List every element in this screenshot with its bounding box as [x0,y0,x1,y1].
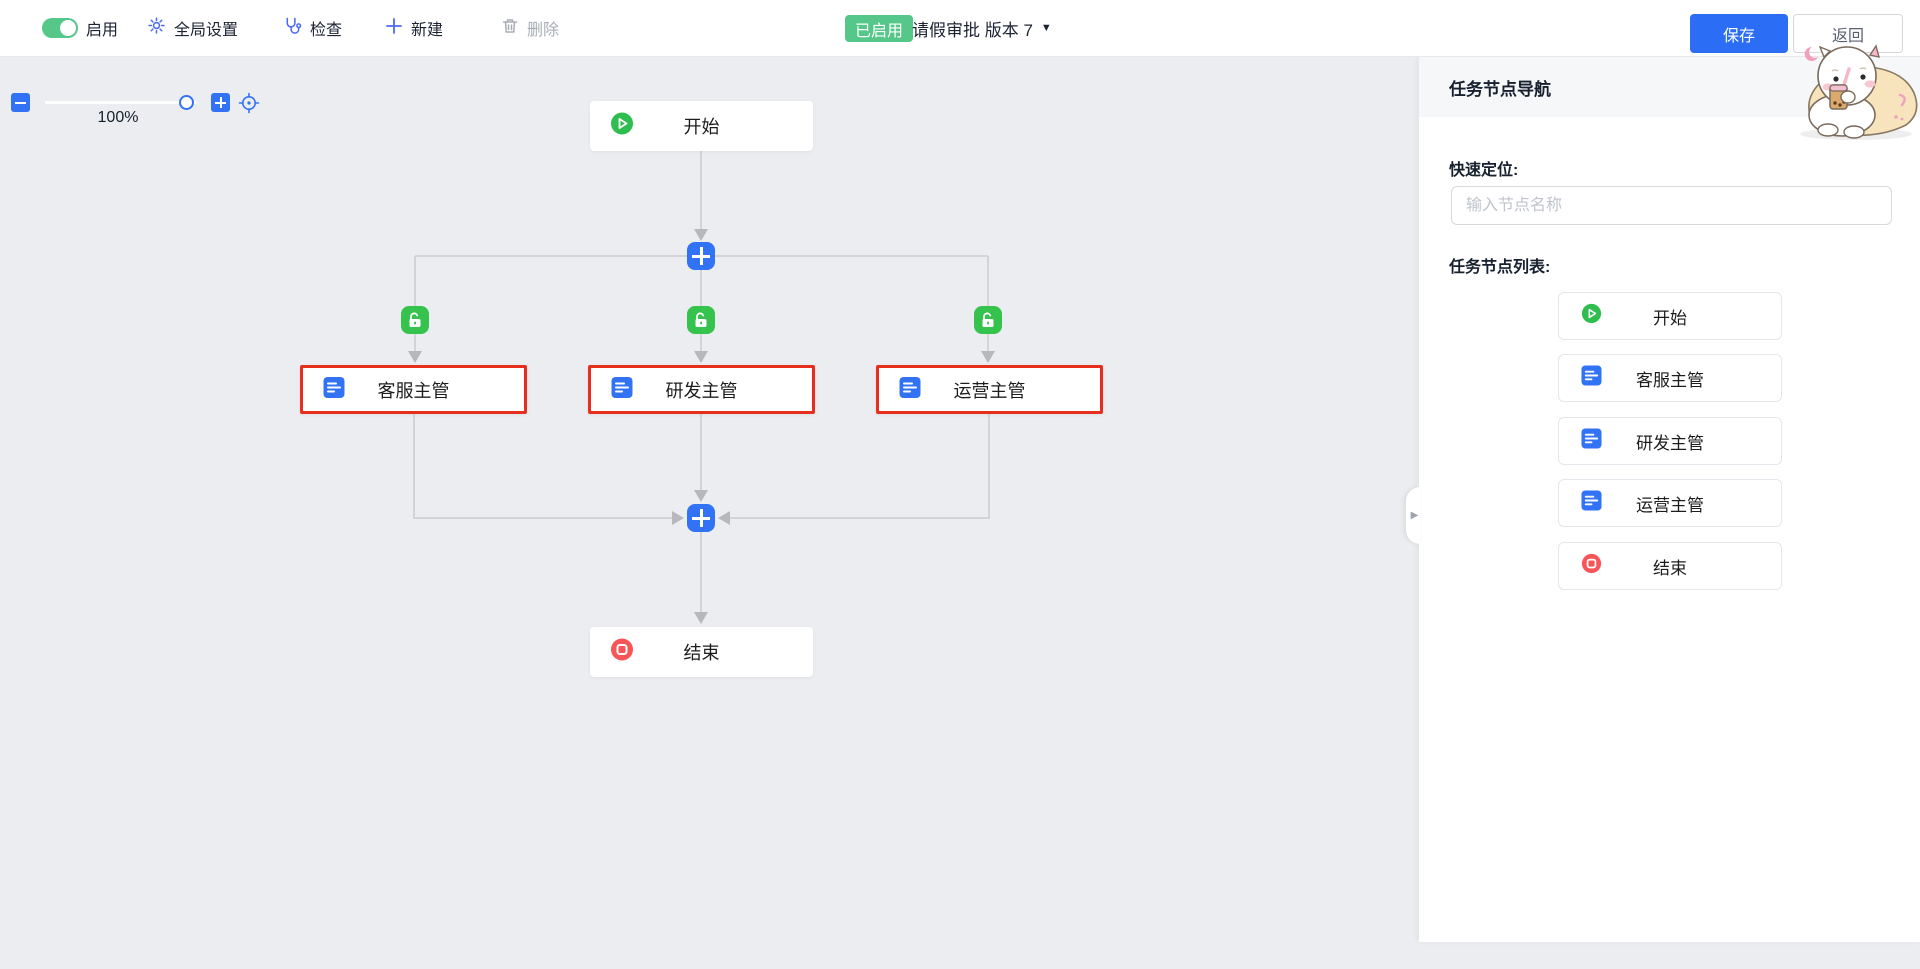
top-toolbar: 启用 全局设置 检查 新建 [0,0,1920,57]
new-button[interactable]: 新建 [385,0,443,56]
unlock-icon-right[interactable] [974,306,1002,334]
task-icon [1581,365,1602,391]
flow-node-end[interactable]: 结束 [590,627,813,677]
chevron-down-icon[interactable]: ▼ [1040,22,1052,34]
delete-button[interactable]: 删除 [501,0,559,56]
panel-collapse-handle[interactable]: ▶ [1406,487,1420,544]
node-list-item-label: 开始 [1653,308,1687,328]
zoom-slider-track[interactable] [45,101,197,104]
node-list-item-label: 客服主管 [1636,370,1704,390]
start-icon [1581,303,1602,329]
status-badge: 已启用 [845,15,914,42]
flow-node-label: 客服主管 [377,380,450,401]
task-icon [1581,490,1602,516]
flow-node-start[interactable]: 开始 [590,101,813,151]
save-button[interactable]: 保存 [1690,14,1788,53]
add-branch-junction-top[interactable] [687,242,715,270]
start-icon [610,112,634,141]
add-branch-junction-bottom[interactable] [687,504,715,532]
node-list-item-task2[interactable]: 研发主管 [1558,417,1782,465]
delete-label: 删除 [527,22,560,39]
zoom-slider-handle[interactable] [179,95,194,110]
check-button[interactable]: 检查 [283,0,342,56]
node-list-item-task1[interactable]: 客服主管 [1558,354,1782,402]
flow-node-task3[interactable]: 运营主管 [876,365,1103,414]
stethoscope-icon [283,16,302,40]
workflow-version-selector[interactable]: 请假审批 版本 7 ▼ [912,0,1052,56]
task-icon [1581,428,1602,454]
end-icon [610,638,634,667]
node-list-item-start[interactable]: 开始 [1558,292,1782,340]
trash-icon [501,17,519,40]
global-settings-label: 全局设置 [174,22,239,39]
check-label: 检查 [310,22,343,39]
node-search-input[interactable] [1451,186,1892,225]
flow-node-task2[interactable]: 研发主管 [588,365,815,414]
node-list-item-end[interactable]: 结束 [1558,542,1782,590]
chevron-right-icon: ▶ [1410,510,1419,521]
node-list-item-label: 研发主管 [1636,433,1704,453]
gear-icon [147,16,166,40]
task-icon [899,376,921,403]
task-icon [611,376,633,403]
flow-node-label: 结束 [683,643,720,663]
node-list-item-task3[interactable]: 运营主管 [1558,479,1782,527]
global-settings-button[interactable]: 全局设置 [147,0,238,56]
quick-locate-label: 快速定位: [1449,162,1519,179]
zoom-percent-label: 100% [97,109,139,126]
unlock-icon-left[interactable] [401,306,429,334]
plus-icon [385,17,403,40]
task-node-list-label: 任务节点列表: [1449,259,1551,276]
zoom-out-button[interactable] [11,93,30,112]
task-node-nav-panel: 任务节点导航 快速定位: 任务节点列表: 开始 客服主管 研发主管 [1406,57,1920,942]
node-list-item-label: 结束 [1653,558,1687,578]
fit-view-icon[interactable] [238,92,260,114]
flow-node-label: 开始 [683,117,720,137]
flow-node-label: 运营主管 [953,380,1026,401]
enable-toggle[interactable] [42,18,78,38]
enable-toggle-group[interactable]: 启用 [42,0,118,56]
flow-node-task1[interactable]: 客服主管 [300,365,527,414]
zoom-in-button[interactable] [211,93,230,112]
enable-toggle-label: 启用 [86,22,119,39]
back-button[interactable]: 返回 [1793,14,1903,53]
unlock-icon-center[interactable] [687,306,715,334]
flow-node-label: 研发主管 [665,380,738,401]
workflow-title: 请假审批 版本 7 [912,20,1033,40]
panel-title: 任务节点导航 [1419,57,1920,117]
task-icon [323,376,345,403]
new-label: 新建 [411,22,444,39]
node-list-item-label: 运营主管 [1636,495,1704,515]
end-icon [1581,553,1602,579]
